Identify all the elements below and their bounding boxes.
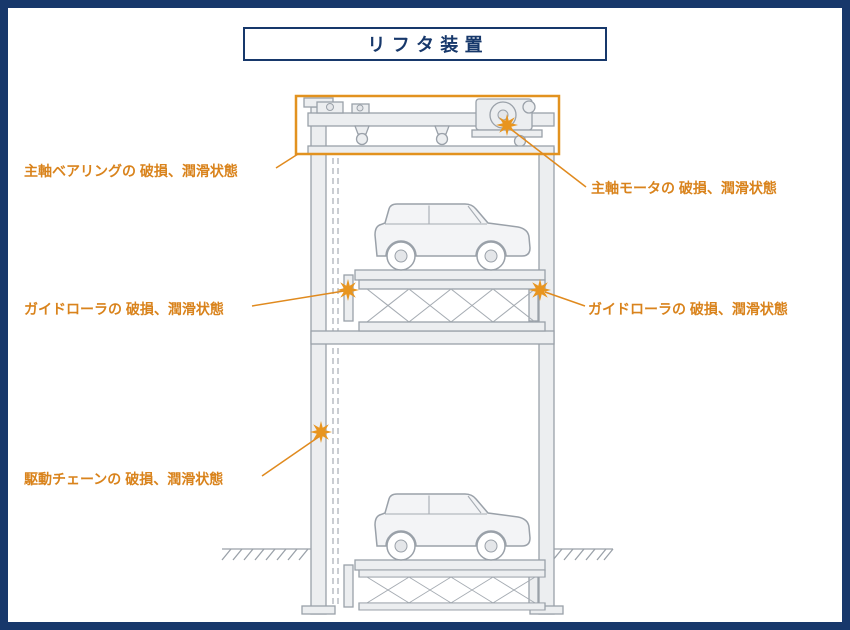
leader-guide-left [251,290,345,307]
annotation-label-drive-chain: 駆動チェーンの 破損、潤滑状態 [24,471,224,487]
leader-bearing [275,153,299,169]
diagram-title: リフタ装置 [367,35,489,55]
annotation-label-main-shaft-motor: 主軸モータの 破損、潤滑状態 [591,180,777,196]
upper-car [374,203,531,271]
lower-scissor-lift [358,569,546,611]
lifter-head [307,98,555,155]
lower-platform [343,559,546,611]
middle-beam [310,330,555,345]
damage-marker-chain [310,421,332,443]
annotation-label-main-shaft-bearing: 主軸ベアリングの 破損、潤滑状態 [24,163,238,179]
leader-chain [261,435,321,477]
annotation-label-guide-roller-right: ガイドローラの 破損、潤滑状態 [588,301,788,317]
damage-marker-guide-right [529,279,551,301]
drive-chain [332,158,339,606]
lower-car [374,493,531,561]
lifter-head-highlight [294,94,561,156]
annotation-label-guide-roller-left: ガイドローラの 破損、潤滑状態 [24,301,224,317]
damage-marker-guide-left [337,279,359,301]
annotation-lines [251,129,587,477]
leader-motor [511,129,587,188]
ground-hatching [221,548,614,561]
diagram-title-box: リフタ装置 [243,27,607,61]
leader-guide-right [544,291,586,307]
damage-marker-motor [496,114,518,136]
upper-scissor-lift [358,279,546,332]
upper-platform [343,269,546,332]
